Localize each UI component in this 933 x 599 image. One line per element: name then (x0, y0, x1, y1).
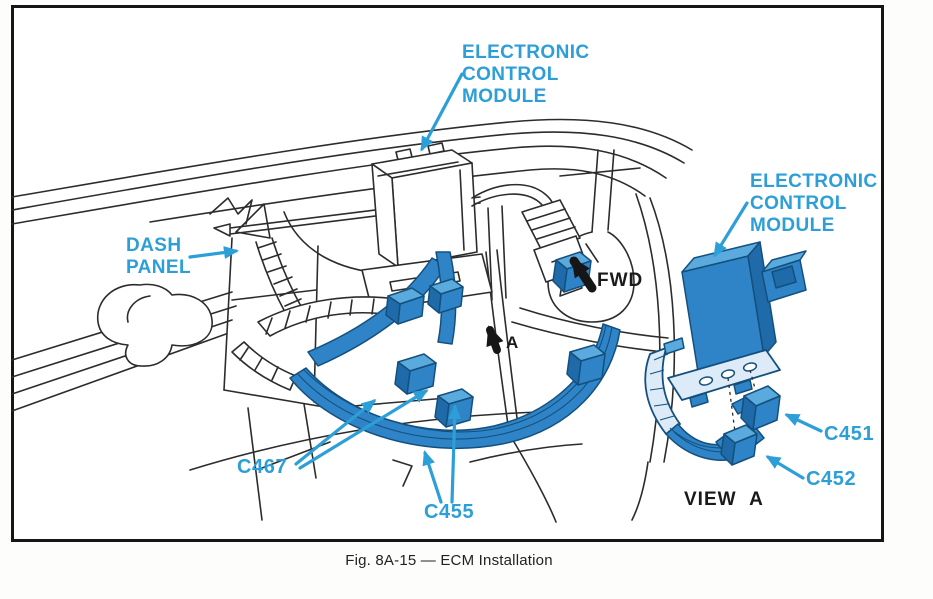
label-ecm-inset: ELECTRONIC CONTROL MODULE (750, 171, 878, 236)
arrow-ecm-inset (713, 201, 749, 258)
direction-arrows-black (486, 256, 597, 354)
label-dash-panel: DASH PANEL (126, 235, 191, 278)
connector-block-c467 (394, 353, 437, 395)
label-ecm-main: ELECTRONIC CONTROL MODULE (462, 42, 590, 107)
arrow-c467-1 (294, 399, 377, 466)
striped-conduit-main (231, 296, 405, 391)
label-view-a-marker: A (506, 333, 519, 352)
label-fwd: FWD (597, 270, 644, 291)
connector-block (385, 287, 425, 325)
view-a-arrow (486, 325, 504, 354)
label-connector-c467: C467 (237, 456, 288, 478)
arrow-c455-1 (422, 450, 443, 504)
label-connector-c452: C452 (806, 468, 857, 490)
arrow-dash-panel (188, 246, 239, 259)
arrow-c452 (765, 455, 805, 480)
inset-title-view-a: VIEW A (684, 489, 764, 510)
cowl-lines (11, 118, 693, 233)
fwd-arrow (569, 256, 597, 293)
label-arrows-blue (188, 72, 823, 504)
floor-rails (11, 291, 583, 523)
inset-harness (644, 337, 781, 466)
arrow-c467-2 (298, 389, 429, 470)
connector-block (427, 278, 464, 314)
arrow-c455-2 (448, 404, 462, 504)
label-connector-c451: C451 (824, 423, 875, 445)
left-panel-blob (97, 283, 213, 367)
figure-caption: Fig. 8A-15 — ECM Installation (345, 552, 553, 569)
connector-block-c451 (731, 385, 781, 431)
label-connector-c455: C455 (424, 501, 475, 523)
connector-block (566, 344, 606, 386)
inset-mounting-bracket (667, 349, 781, 433)
wiring-harness-main (289, 251, 621, 450)
connector-block-c452 (715, 424, 758, 466)
arrow-c451 (784, 413, 823, 433)
arrow-ecm-main (420, 72, 464, 152)
